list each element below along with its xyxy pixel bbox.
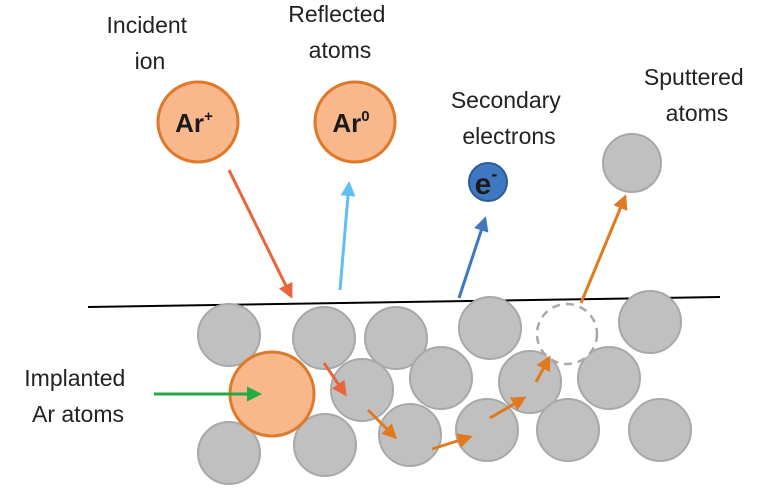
electron-circle [468,162,508,202]
cascade-arrow [534,355,551,383]
incident-ion-symbol: Ar+ [175,108,213,138]
lattice-atom [330,358,394,422]
sputtered-atom [602,133,662,193]
reflected-atom: Ar0 [313,80,397,164]
electron-symbol: e- [475,164,498,201]
lattice-atom [628,398,692,462]
cascade-arrow [431,433,473,451]
incident-arrow [227,169,293,299]
lattice-atom [364,306,428,370]
lattice-atom [378,403,442,467]
lattice-atom [197,303,261,367]
lattice-atom [293,413,357,477]
sputtered-label: Sputtered atoms [644,64,750,126]
sputter-arrow [579,194,628,304]
incident-label-line2: ion [135,48,166,74]
lattice-atom [536,398,600,462]
lattice-atom [618,290,682,354]
reflected-atom-circle [313,80,397,164]
surface-line [87,296,721,308]
implanted-label-line2: Ar atoms [32,401,124,427]
incident-ion-circle [156,80,240,164]
reflected-label: Reflected atoms [288,1,392,63]
secondary-electron: e- [468,162,508,202]
incident-label: Incident ion [107,12,194,74]
implanted-label-line1: Implanted [24,365,125,391]
implanted-label: Implanted Ar atoms [24,365,131,427]
secondary-label-line1: Secondary [451,87,561,113]
reflected-arrow [338,181,356,291]
collision-cascade [322,355,551,451]
reflected-label-line1: Reflected [288,1,385,27]
lattice-atom [409,346,473,410]
sputtered-label-line1: Sputtered [644,64,744,90]
lattice-atom [458,296,522,360]
cascade-arrow [322,362,347,397]
reflected-atom-symbol: Ar0 [332,108,369,138]
incident-label-line1: Incident [107,12,188,38]
electron-arrow [457,216,489,299]
incident-ion: Ar+ [156,80,240,164]
vacancy-site [535,302,599,366]
reflected-label-line2: atoms [309,37,372,63]
secondary-label-line2: electrons [462,123,555,149]
secondary-label: Secondary electrons [451,87,567,149]
lattice-atom [292,306,356,370]
sputtered-label-line2: atoms [666,100,729,126]
cascade-arrow [489,396,527,420]
lattice-atom [577,346,641,410]
lattice-atom [197,421,261,485]
cascade-arrow [366,408,398,440]
